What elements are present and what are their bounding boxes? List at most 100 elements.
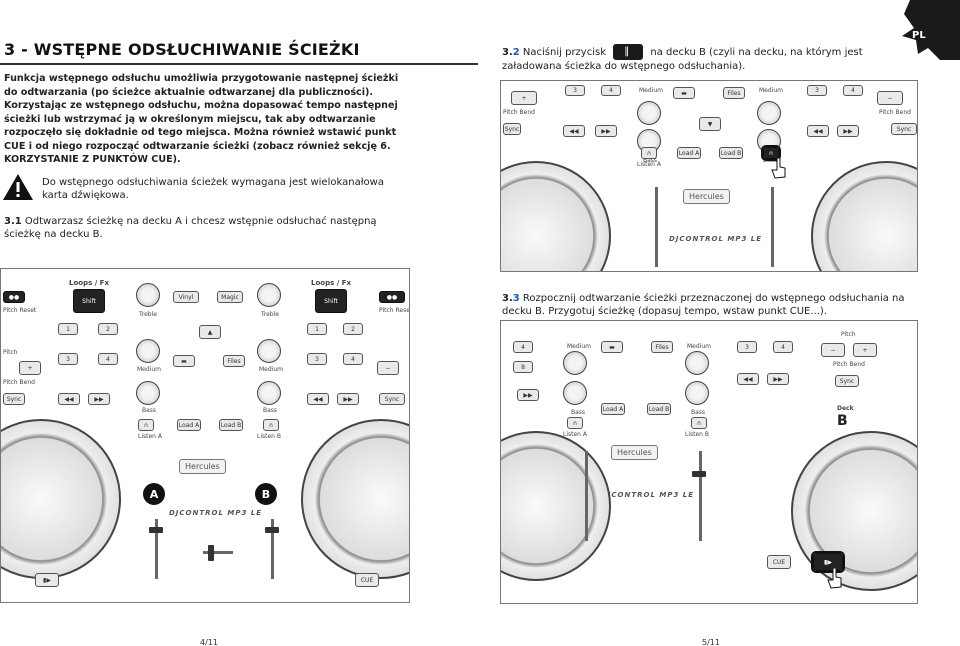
sync-button-a: Sync [3, 393, 25, 405]
listen-a-button: ∩ [138, 419, 154, 431]
treble-knob-b [257, 283, 281, 307]
magic-button: Magic [217, 291, 243, 303]
controller-illustration-play: 4 8 ▶▶ Medium Bass ∩ Listen A ▬ Files Lo… [500, 320, 918, 604]
treble-label-b: Treble [261, 311, 279, 318]
listen-b-label: Listen B [257, 433, 282, 440]
sync-button-r1-b: Sync [891, 123, 917, 135]
pitch-bend-label-r2: Pitch Bend [833, 361, 865, 368]
load-a-button-r2: Load A [601, 403, 625, 415]
hercules-logo: Hercules [179, 459, 226, 474]
medium-label-r2-b: Medium [687, 343, 711, 350]
hercules-logo-r1: Hercules [683, 189, 730, 204]
medium-knob-a [136, 339, 160, 363]
medium-label-a: Medium [137, 366, 161, 373]
volume-fader-r2-a [585, 451, 588, 541]
pitch-bend-label-r1: Pitch Bend [503, 109, 535, 116]
hercules-logo-r2: Hercules [611, 445, 658, 460]
jog-wheel-r2-b [791, 431, 917, 591]
warning-icon [3, 174, 33, 200]
intro-paragraph: Funkcja wstępnego odsłuchu umożliwia prz… [4, 73, 399, 165]
forward-button-b: ▶▶ [337, 393, 359, 405]
rewind-button-a: ◀◀ [58, 393, 80, 405]
pad-3-a: 3 [58, 353, 78, 365]
pad-8-r2: 8 [513, 361, 533, 373]
bass-label-a: Bass [142, 407, 157, 414]
crossfader-cap [208, 545, 214, 561]
pad-2-a: 2 [98, 323, 118, 335]
pad-1-b: 1 [307, 323, 327, 335]
folder-button-r2: ▬ [601, 341, 623, 353]
bass-label-r1-b: Bass [763, 157, 778, 164]
left-page: 3 - WSTĘPNE ODSŁUCHIWANIE ŚCIEŻKI Funkcj… [0, 40, 478, 646]
volume-fader-a [155, 519, 158, 579]
load-a-button-r1: Load A [677, 147, 701, 159]
bass-knob-r2-a [563, 381, 587, 405]
pitch-reset-label-b: Pitch Reset [379, 307, 410, 314]
jog-wheel-a [1, 419, 121, 579]
rewind-button-b: ◀◀ [307, 393, 329, 405]
sync-button-r2: Sync [835, 375, 859, 387]
bass-knob-a [136, 381, 160, 405]
treble-label-a: Treble [139, 311, 157, 318]
pitch-label-r2: Pitch [841, 331, 856, 338]
pad-4-r2: 4 [513, 341, 533, 353]
pitch-minus-button-r2: − [821, 343, 845, 357]
files-button: Files [223, 355, 245, 367]
play-pause-button-a: ▮▶ [35, 573, 59, 587]
section-rule [0, 63, 478, 65]
medium-knob-r1 [637, 101, 661, 125]
page-number-left: 4/11 [200, 638, 218, 646]
medium-label-b: Medium [259, 366, 283, 373]
jog-wheel-r1-a [501, 161, 611, 271]
vinyl-button: Vinyl [173, 291, 199, 303]
pitch-reset-button: ●● [3, 291, 25, 303]
volume-fader-r2-b-cap [692, 471, 706, 477]
right-page: PL 3.2 Naciśnij przycisk na decku B (czy… [480, 0, 960, 646]
sync-button-b: Sync [379, 393, 405, 405]
warning-text: Do wstępnego odsłuchiwania ścieżek wymag… [42, 177, 384, 201]
pad-3-r1-b: 3 [807, 85, 827, 96]
jog-wheel-r1-b [811, 161, 917, 271]
pad-4-a: 4 [98, 353, 118, 365]
rewind-button-r1-b: ◀◀ [807, 125, 829, 137]
medium-knob-r1-b [757, 101, 781, 125]
forward-button-r2: ▶▶ [517, 389, 539, 401]
files-button-r1: Files [723, 87, 745, 99]
medium-knob-r2-a [563, 351, 587, 375]
pitch-bend-label: Pitch Bend [3, 379, 35, 386]
loops-fx-label-b: Loops / Fx [311, 279, 351, 287]
files-button-r2: Files [651, 341, 673, 353]
listen-b-button: ∩ [263, 419, 279, 431]
step-3-2: 3.2 Naciśnij przycisk na decku B (czyli … [502, 44, 902, 73]
jog-wheel-b [301, 419, 409, 579]
medium-label-r1-b: Medium [759, 87, 783, 94]
bass-knob-r2-b [685, 381, 709, 405]
deck-label: Deck [837, 405, 854, 412]
listen-b-label-r2: Listen B [685, 431, 710, 438]
forward-button-a: ▶▶ [88, 393, 110, 405]
load-b-button: Load B [219, 419, 243, 431]
djcontrol-logo: DJCONTROL MP3 LE [169, 509, 263, 517]
down-button-r1: ▼ [699, 117, 721, 131]
forward-button-r1-b: ▶▶ [837, 125, 859, 137]
play-pause-inline-icon [613, 44, 644, 60]
bass-knob-b [257, 381, 281, 405]
loops-fx-label-a: Loops / Fx [69, 279, 109, 287]
bass-label-r2-b: Bass [691, 409, 706, 416]
listen-a-button-r2: ∩ [567, 417, 583, 429]
jog-wheel-r2-a [501, 431, 611, 581]
load-b-button-r2: Load B [647, 403, 671, 415]
pad-2-b: 2 [343, 323, 363, 335]
page-number-right: 5/11 [702, 638, 720, 646]
step-3-1: 3.1 Odtwarzasz ścieżkę na decku A i chce… [4, 216, 377, 240]
pitch-plus-button-r1: + [511, 91, 537, 105]
pad-4-r2-b: 4 [773, 341, 793, 353]
deck-b-marker: B [255, 483, 277, 505]
pitch-minus-button: − [377, 361, 399, 375]
pitch-plus-button-r2: + [853, 343, 877, 357]
volume-fader-r1-a [655, 187, 658, 267]
medium-knob-b [257, 339, 281, 363]
listen-b-button-r2: ∩ [691, 417, 707, 429]
pad-4-r1: 4 [601, 85, 621, 96]
treble-knob-a [136, 283, 160, 307]
